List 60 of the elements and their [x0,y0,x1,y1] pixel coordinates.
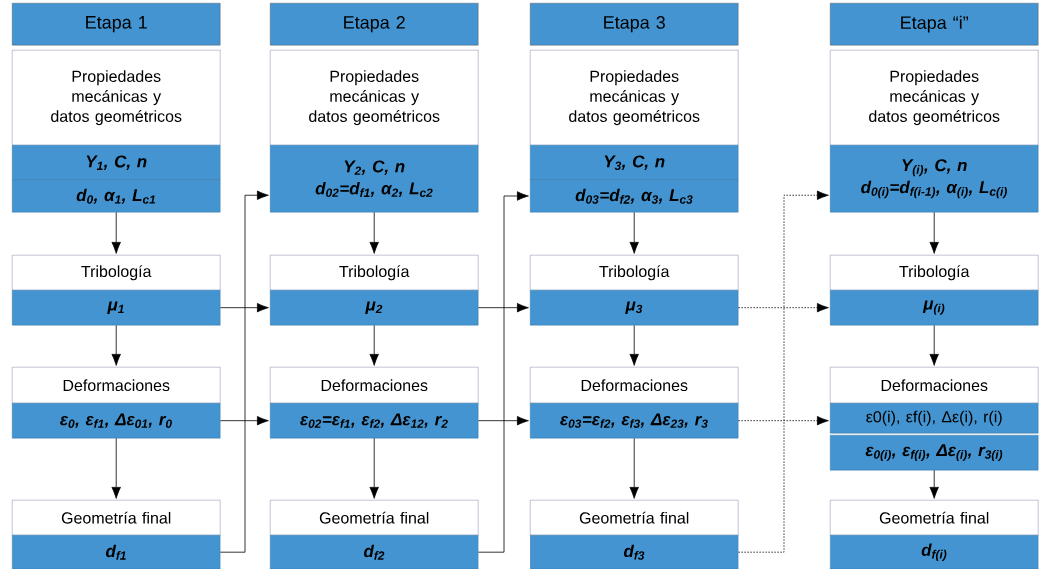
parameter-bar: d$_{03}$=d$_{f2}$, α$_{3}$, L$_{c3}$ [530,180,739,213]
arrow [929,470,939,499]
parameter-bar: Y$_{1}$, C, n [12,145,221,181]
parameter-bar: ε$_{0(i)}$, ε$_{f(i)}$, Δε$_{(i)}$, r$_{3(i)}$ [830,435,1039,471]
section-box: Deformaciones [270,367,479,404]
parameter-bar: μ$_{2}$ [270,290,479,326]
arrow [220,416,269,426]
parameter-bar: d$_{f3}$ [530,534,739,569]
arrow [629,325,639,366]
parameter-bar: Y$_{2}$, C, n d$_{02}$=d$_{f1}$, α$_{2}$, L$_{c2}$ [270,145,479,213]
parameter-bar: ε$_{0}$, ε$_{f1}$, Δε$_{01}$, r$_{0}$ [12,403,221,439]
section-box: Deformaciones [12,367,221,404]
stage-header: Etapa 3 [530,3,739,46]
section-box: Geometría final [830,500,1039,536]
section-box: Propiedades mecánicas y datos geométricos [12,50,221,146]
parameter-bar: d$_{f1}$ [12,534,221,569]
arrow [478,191,529,553]
arrow [111,212,121,254]
parameter-bar: d$_{0}$, α$_{1}$, L$_{c1}$ [12,180,221,213]
arrow [629,212,639,254]
section-box: Geometría final [270,500,479,536]
arrow [738,303,829,313]
section-box: Propiedades mecánicas y datos geométricos [530,50,739,146]
parameter-bar: μ$_{3}$ [530,290,739,326]
section-box: Tribología [12,255,221,291]
stage-header: Etapa “i” [830,3,1039,46]
section-box: Tribología [530,255,739,291]
section-box: Tribología [830,255,1039,291]
arrow [111,438,121,499]
stage-header: Etapa 1 [12,3,221,46]
parameter-bar: Y$_{3}$, C, n [530,145,739,181]
section-box: Geometría final [530,500,739,536]
arrow [629,438,639,499]
arrow [220,190,269,553]
arrow [220,303,269,313]
section-box: Tribología [270,255,479,291]
arrow [738,190,829,553]
parameter-bar: Y$_{(i)}$, C, n d$_{0(i)}$=d$_{f(i-1)}$, α$_{(i)}$, L$_{c(i)}$ [830,145,1039,213]
section-box: Deformaciones [530,367,739,404]
arrow [929,325,939,366]
arrow [369,212,379,254]
parameter-bar: ε$_{02}$=ε$_{f1}$, ε$_{f2}$, Δε$_{12}$, r$_{2}$ [270,403,479,439]
arrow [738,416,829,426]
parameter-bar: μ$_{(i)}$ [830,290,1039,326]
section-box: Propiedades mecánicas y datos geométricos [830,50,1039,146]
parameter-bar: d$_{f(i)}$ [830,534,1039,569]
parameter-bar: μ$_{1}$ [12,290,221,326]
arrow [478,303,529,313]
section-box: Deformaciones [830,367,1039,404]
parameter-bar: d$_{f2}$ [270,534,479,569]
parameter-bar: ε0(i), εf(i), Δε(i), r(i) [830,403,1039,434]
arrow [369,325,379,366]
stage-header: Etapa 2 [270,3,479,46]
arrow [478,416,529,426]
parameter-bar: ε$_{03}$=ε$_{f2}$, ε$_{f3}$, Δε$_{23}$, r$_{3}$ [530,403,739,439]
section-box: Geometría final [12,500,221,536]
arrow [929,212,939,254]
arrow [369,438,379,499]
arrow [111,325,121,366]
section-box: Propiedades mecánicas y datos geométricos [270,50,479,146]
